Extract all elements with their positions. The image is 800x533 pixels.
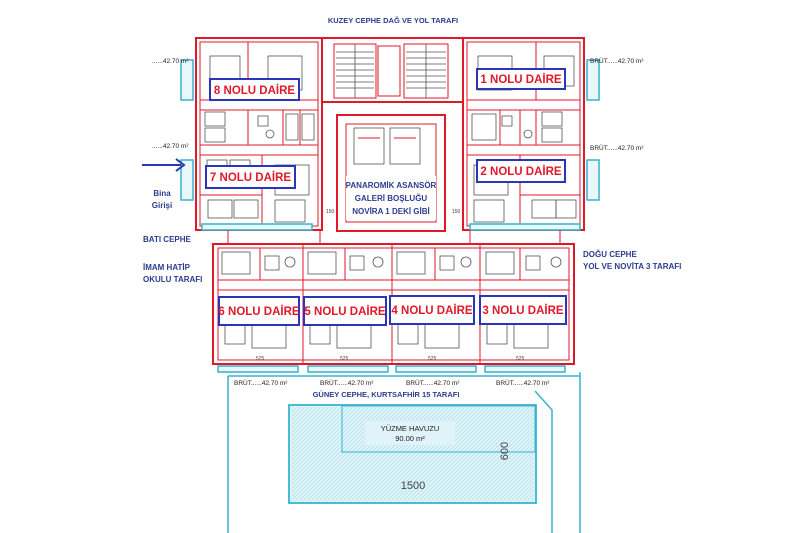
pool-area: 90.00 m² bbox=[395, 434, 425, 443]
pool-length: 1500 bbox=[401, 480, 425, 492]
atrium-label-bg bbox=[346, 176, 436, 220]
unit-labels: 8 NOLU DAİRE 1 NOLU DAİRE 7 NOLU DAİRE 2… bbox=[205, 68, 567, 326]
area-label-s3: BRÜT......42.70 m² bbox=[406, 379, 460, 387]
pool-area: YÜZME HAVUZU 90.00 m² 1500 600 bbox=[227, 372, 581, 533]
area-label-ne: BRÜT......42.70 m² bbox=[590, 57, 644, 65]
atrium-line-1: PANAROMİK ASANSÖR bbox=[346, 181, 437, 190]
area-label-s1: BRÜT......42.70 m² bbox=[234, 379, 288, 387]
pool-label-box bbox=[365, 421, 455, 445]
unit-4-label: 4 NOLU DAİRE bbox=[391, 304, 472, 317]
unit-7-label: 7 NOLU DAİRE bbox=[210, 171, 291, 184]
dim-label: 150 bbox=[452, 209, 461, 215]
pool-shallow-step bbox=[341, 405, 536, 453]
dim-label: 525 bbox=[428, 356, 437, 362]
dim-label: 525 bbox=[256, 356, 265, 362]
west-facade-line-3: OKULU TARAFI bbox=[143, 275, 202, 284]
atrium-line-3: NOVİRA 1 DEKİ GİBİ bbox=[352, 207, 430, 216]
dim-label: 525 bbox=[516, 356, 525, 362]
west-facade-line-1: BATI CEPHE bbox=[143, 235, 192, 244]
entrance-line-2: Girişi bbox=[152, 201, 172, 210]
entrance-line-1: Bina bbox=[153, 189, 171, 198]
atrium-line-2: GALERİ BOŞLUĞU bbox=[355, 194, 428, 203]
entrance-arrow-icon bbox=[142, 158, 186, 172]
area-label-e: BRÜT......42.70 m² bbox=[590, 144, 644, 152]
unit-5-label: 5 NOLU DAİRE bbox=[304, 305, 385, 318]
east-facade-line-2: YOL VE NOVİTA 3 TARAFI bbox=[583, 262, 681, 271]
area-label-s4: BRÜT......42.70 m² bbox=[496, 379, 550, 387]
pool-title: YÜZME HAVUZU bbox=[381, 424, 440, 433]
unit-6-label: 6 NOLU DAİRE bbox=[218, 305, 299, 318]
area-label-nw: ......42.70 m² bbox=[152, 58, 189, 65]
unit-3-label: 3 NOLU DAİRE bbox=[482, 304, 563, 317]
dim-label: 525 bbox=[340, 356, 349, 362]
east-facade-line-1: DOĞU CEPHE bbox=[583, 250, 637, 259]
west-facade-line-2: İMAM HATİP bbox=[143, 263, 191, 272]
area-label-w: ......42.70 m² bbox=[152, 143, 189, 150]
pool-width: 600 bbox=[499, 442, 511, 460]
area-label-s2: BRÜT......42.70 m² bbox=[320, 379, 374, 387]
north-facade-label: KUZEY CEPHE DAĞ VE YOL TARAFI bbox=[328, 16, 458, 25]
unit-1-label: 1 NOLU DAİRE bbox=[480, 73, 561, 86]
unit-2-label: 2 NOLU DAİRE bbox=[480, 165, 561, 178]
unit-8-label: 8 NOLU DAİRE bbox=[214, 84, 295, 97]
south-facade-label: GÜNEY CEPHE, KURTSAFHİR 15 TARAFI bbox=[313, 390, 460, 399]
dim-label: 150 bbox=[326, 209, 335, 215]
